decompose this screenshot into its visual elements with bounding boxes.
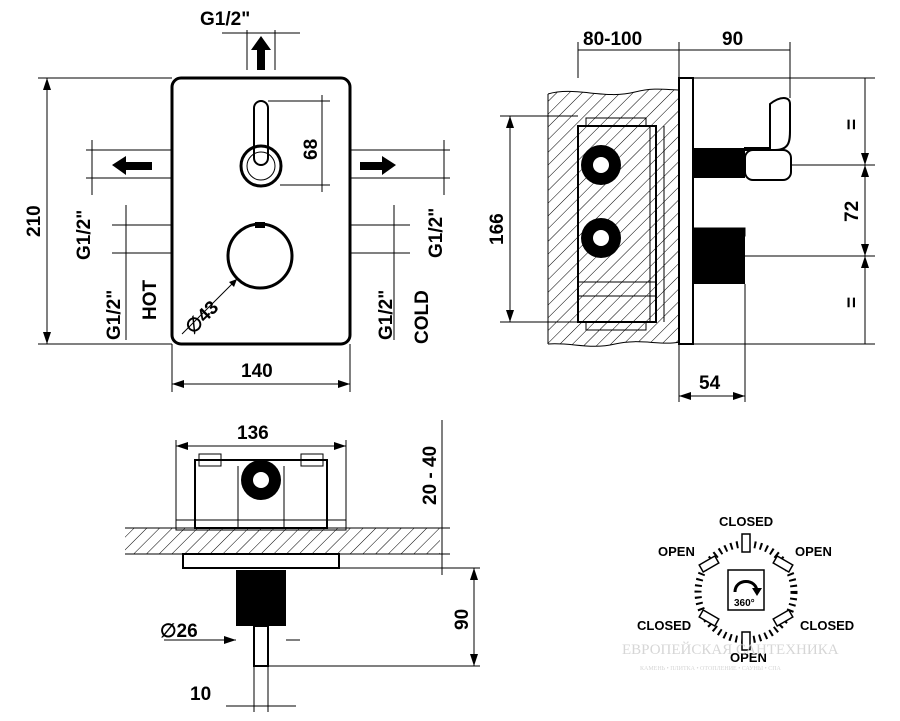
- arrow-right-icon: [360, 156, 396, 175]
- watermark-name: ЕВРОПЕЙСКАЯ САНТЕХНИКА: [622, 641, 839, 658]
- lever-side: [744, 97, 791, 151]
- knob-depth-label: 54: [699, 373, 721, 394]
- body-height-label: 166: [487, 213, 508, 245]
- left-inlet-label: G1/2": [104, 290, 125, 340]
- rotation-diagram: 360° CLOSED OPEN OPEN CLOSED CLOSED OPEN: [637, 514, 854, 665]
- front-view: G1/2" 68 ∅43 G1/2" G1/2" HOT G1/2": [24, 9, 450, 392]
- knob-side: [693, 228, 745, 284]
- front-plate: [170, 76, 352, 346]
- front-height-label: 210: [24, 205, 45, 237]
- watermark-tagline: КАМЕНЬ • ПЛИТКА • ОТОПЛЕНИЕ • САУНЫ • СП…: [640, 666, 782, 672]
- wall-band: [125, 528, 440, 554]
- arrow-up-icon: [251, 36, 271, 70]
- rotation-label: 360°: [734, 598, 755, 609]
- top-knob: [236, 570, 286, 626]
- rotation-icon-box: [727, 569, 765, 611]
- front-width-label: 140: [241, 361, 273, 382]
- wall-section: [548, 89, 680, 347]
- stem-dim-label: 10: [190, 684, 211, 705]
- open-left-label: OPEN: [658, 544, 695, 559]
- equal-bottom-label: =: [842, 297, 863, 308]
- lever-handle: [253, 100, 269, 166]
- lever-base: [239, 144, 283, 188]
- hot-label: HOT: [140, 280, 161, 321]
- closed-right-label: CLOSED: [800, 618, 854, 633]
- cold-label: COLD: [412, 290, 433, 344]
- knob-dim-label: ∅43: [182, 297, 223, 338]
- knob-leader: [181, 278, 238, 335]
- closed-left-label: CLOSED: [637, 618, 691, 633]
- spacing-label: 72: [842, 201, 863, 222]
- top-width-label: 136: [237, 423, 269, 444]
- equal-top-label: =: [842, 119, 863, 130]
- wall-depth-label: 80-100: [583, 29, 642, 50]
- arrow-left-icon: [112, 156, 152, 175]
- front-outlet-top-label: G1/2": [200, 9, 250, 30]
- left-outlet-label: G1/2": [74, 210, 95, 260]
- side-view: 80-100 90 166 = 72 = 54: [487, 29, 875, 402]
- temperature-knob: [226, 222, 294, 290]
- lever-dim-label: 68: [301, 139, 322, 160]
- top-view: 136 20 - 40 90 ∅26 10: [125, 420, 480, 712]
- rotation-ring: [694, 540, 798, 644]
- open-bottom-label: OPEN: [730, 650, 767, 665]
- side-protrusion-label: 90: [722, 29, 743, 50]
- open-right-label: OPEN: [795, 544, 832, 559]
- top-depth-label: 20 - 40: [420, 446, 441, 505]
- top-protrusion-label: 90: [452, 609, 473, 630]
- side-plate: [678, 77, 694, 345]
- top-diameter-label: ∅26: [160, 621, 198, 642]
- closed-top-label: CLOSED: [719, 514, 773, 529]
- right-inlet-label: G1/2": [376, 290, 397, 340]
- right-outlet-label: G1/2": [426, 208, 447, 258]
